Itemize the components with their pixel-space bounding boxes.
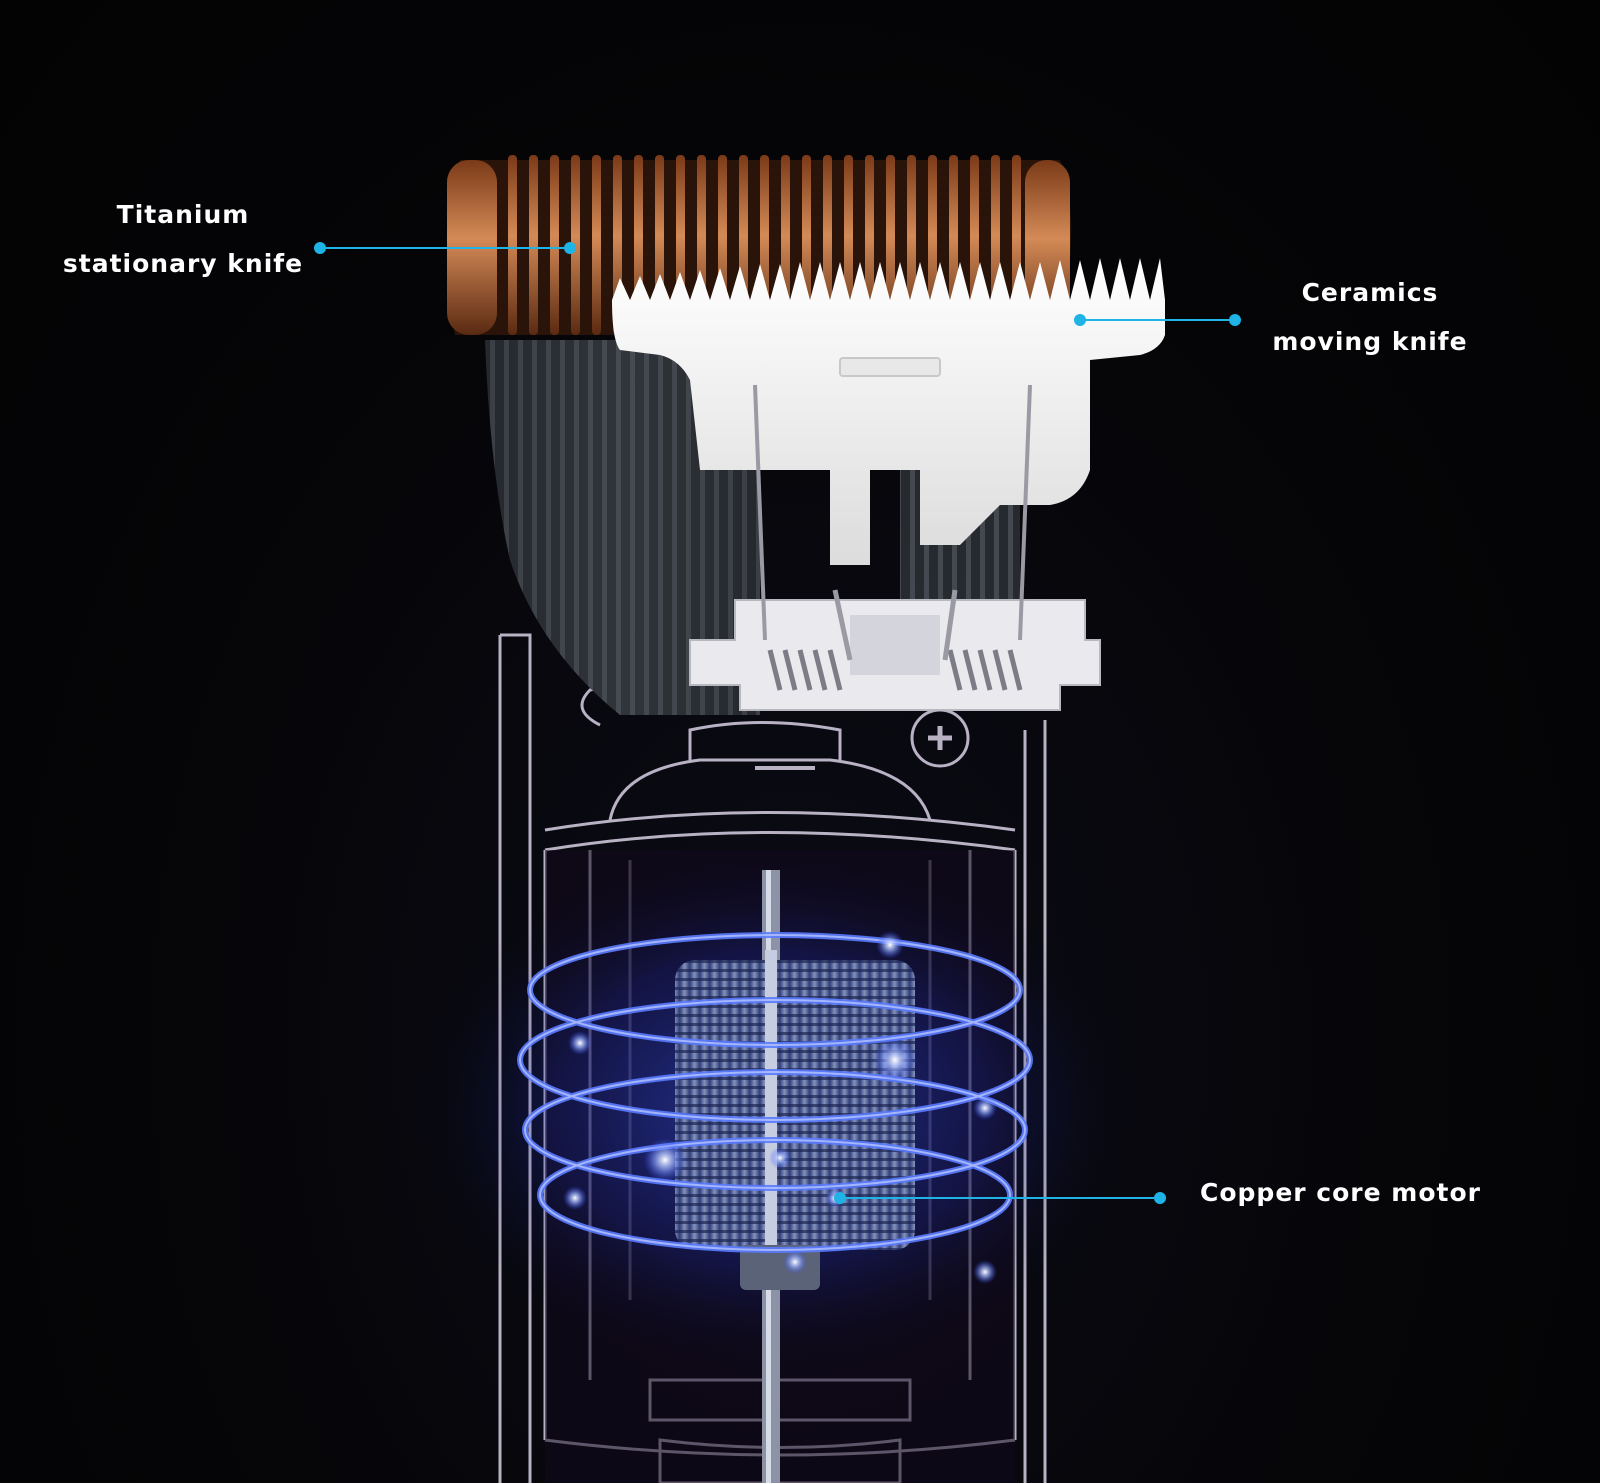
leader-lines <box>314 242 1241 1204</box>
copper-core <box>675 950 915 1290</box>
label-ceramics-line1: Ceramics <box>1301 278 1439 307</box>
springs <box>753 384 1032 691</box>
copper-leader-dot-start <box>834 1192 846 1204</box>
label-titanium-line2: stationary knife <box>62 249 304 278</box>
label-copper-core-motor: Copper core motor <box>1200 1168 1510 1217</box>
label-ceramics-moving-knife: Ceramics moving knife <box>1250 268 1490 366</box>
sparkles <box>563 931 997 1284</box>
ceramics-leader-dot-start <box>1074 314 1086 326</box>
label-ceramics-line2: moving knife <box>1272 327 1468 356</box>
blade-clip <box>689 599 1101 711</box>
label-titanium-stationary-knife: Titanium stationary knife <box>58 190 308 288</box>
ceramics-leader-dot-end <box>1229 314 1241 326</box>
titanium-leader-dot-end <box>564 242 576 254</box>
copper-leader-dot-end <box>1154 1192 1166 1204</box>
label-titanium-line1: Titanium <box>116 200 250 229</box>
label-copper-line1: Copper core motor <box>1200 1178 1481 1207</box>
titanium-leader-dot-start <box>314 242 326 254</box>
